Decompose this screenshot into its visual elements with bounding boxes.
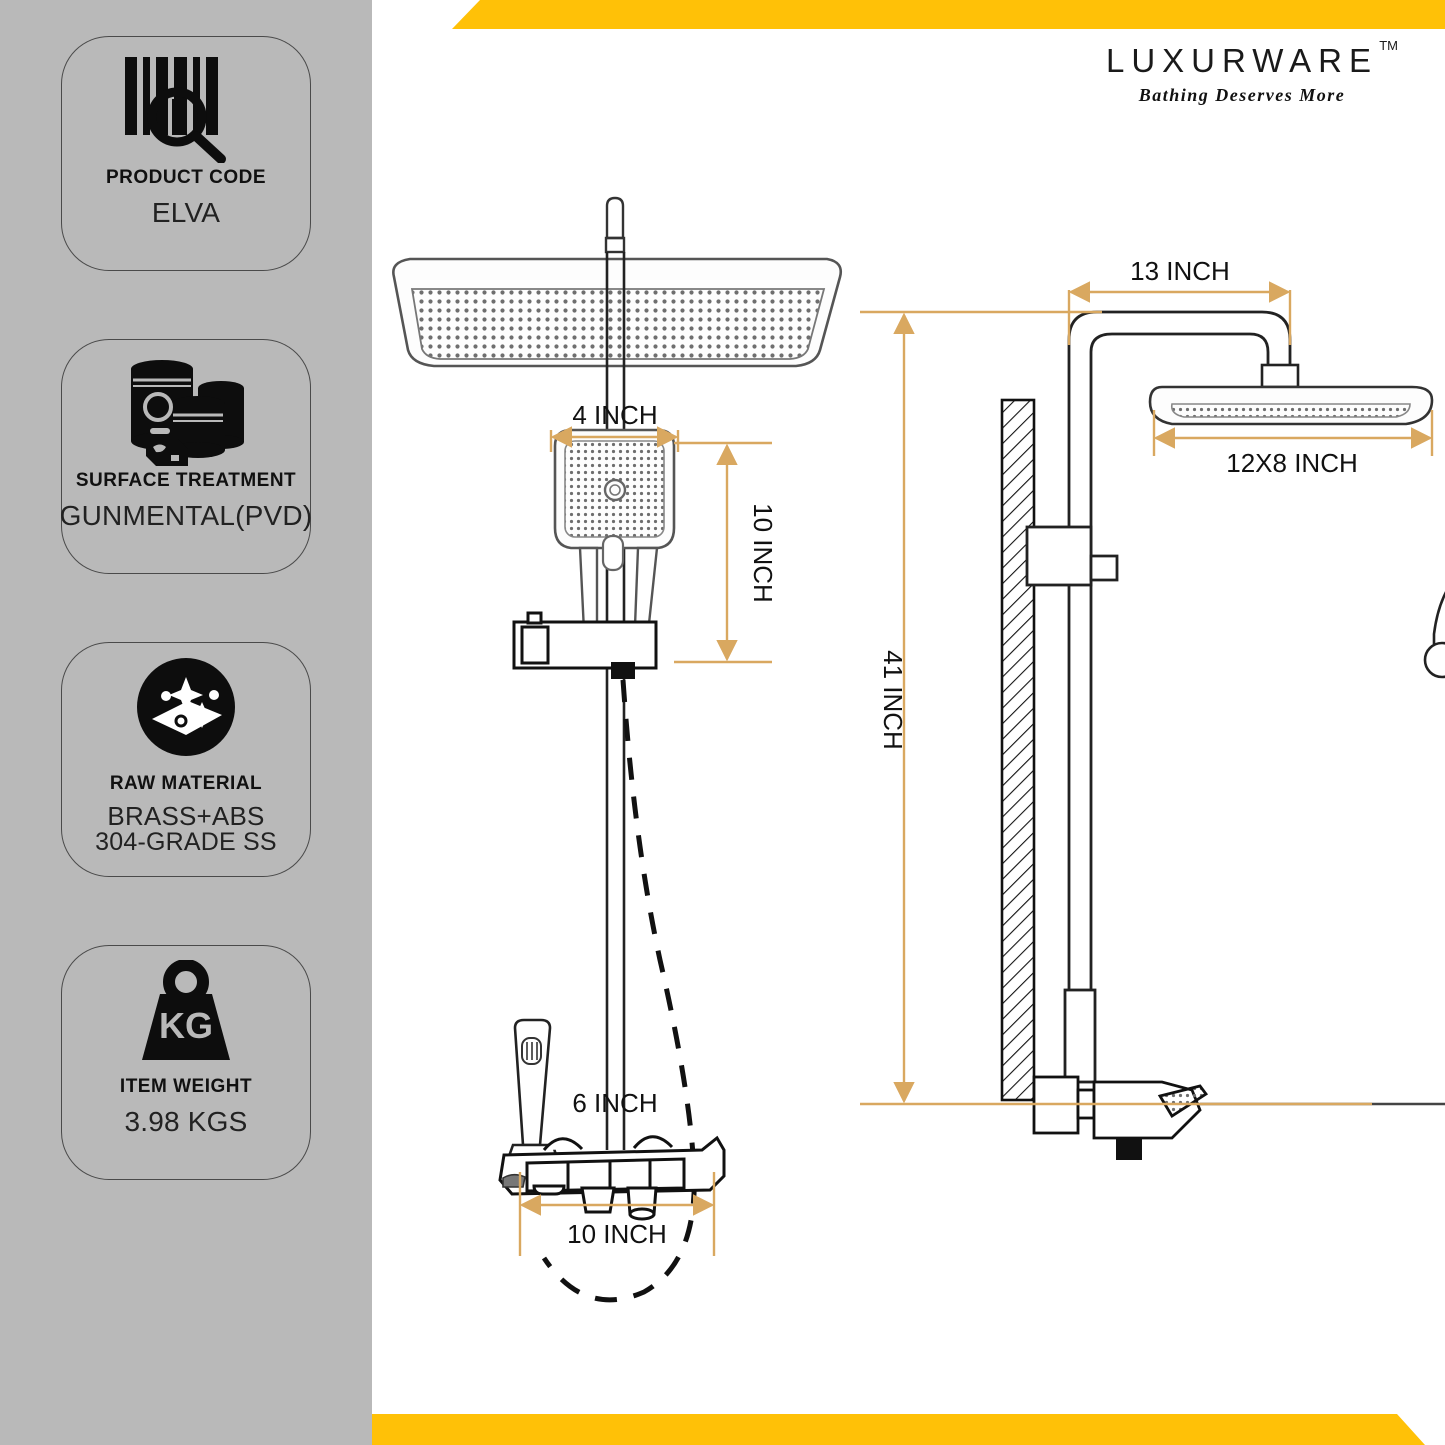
handheld-shower-side (1423, 591, 1445, 679)
dimension-4-inch: 4 INCH (549, 400, 680, 452)
hand-spray-holder (505, 1018, 560, 1164)
dimension-label: 10 INCH (567, 1219, 667, 1249)
drawing-canvas: 4 INCH 10 INCH 6 INCH 10 INCH (392, 196, 1445, 1303)
dimension-10-inch-horizontal: 10 INCH (518, 1172, 716, 1256)
dimension-41-inch: 41 INCH (860, 310, 1372, 1106)
spec-card-title: PRODUCT CODE (105, 167, 267, 188)
top-inlet-pipe (604, 196, 626, 254)
side-elevation-shower-column: 13 INCH 12X8 INCH 41 INCH (860, 256, 1445, 1160)
dimension-13-inch: 13 INCH (1067, 256, 1292, 345)
overhead-shower-head-side (1148, 385, 1434, 426)
spec-card-item-weight: KG ITEM WEIGHT 3.98 KGS (61, 945, 311, 1180)
brand-name-text: LUXURWARE (1105, 42, 1379, 79)
spec-card-value: BRASS+ABS 304-GRADE SS (95, 803, 277, 855)
spec-card-value: 3.98 KGS (124, 1106, 248, 1137)
dimension-label-6-inch: 6 INCH (572, 1088, 657, 1118)
dimension-label: 41 INCH (878, 650, 908, 750)
brand-name: LUXURWARE TM (1105, 38, 1398, 80)
brand-logo: LUXURWARE TM Bathing Deserves More (1077, 38, 1407, 106)
spec-card-value: GUNMENTAL(PVD) (59, 500, 313, 531)
raw-material-line2: 304-GRADE SS (95, 827, 277, 856)
slider-bracket (512, 611, 658, 679)
shower-riser-and-arm (1067, 310, 1292, 1082)
riser-sleeve (1063, 988, 1097, 1084)
flexible-hose (541, 679, 697, 1303)
dimension-label: 12X8 INCH (1226, 448, 1358, 478)
shower-head-connector (1260, 363, 1300, 389)
bottom-accent-banner (372, 1414, 1425, 1445)
raw-material-line1: BRASS+ABS (107, 801, 265, 831)
dimension-10-inch-vertical: 10 INCH (674, 441, 778, 664)
spec-card-surface-treatment: SURFACE TREATMENT GUNMENTAL(PVD) (59, 339, 313, 574)
weight-icon-label: KG (159, 1005, 213, 1046)
spec-sidebar: PRODUCT CODE ELVA (0, 0, 372, 1445)
dimension-12x8-inch: 12X8 INCH (1152, 410, 1434, 478)
spec-card-title: ITEM WEIGHT (119, 1076, 253, 1097)
wall-mixer-side (1032, 1075, 1209, 1160)
weight-kg-icon: KG (126, 960, 246, 1072)
hand-shower (553, 428, 676, 654)
paint-drums-icon (116, 354, 256, 466)
riser-rail (605, 252, 626, 1150)
technical-drawings: 4 INCH 10 INCH 6 INCH 10 INCH (372, 0, 1445, 1445)
overhead-rain-shower (392, 257, 842, 368)
spec-card-value: ELVA (151, 197, 221, 228)
brand-tagline: Bathing Deserves More (1138, 85, 1346, 105)
hand-shower-wall-bracket (1025, 525, 1119, 587)
front-elevation-shower-column: 4 INCH 10 INCH 6 INCH 10 INCH (392, 196, 842, 1303)
spec-card-product-code: PRODUCT CODE ELVA (61, 36, 311, 271)
trademark-mark: TM (1379, 38, 1399, 53)
spec-card-title: SURFACE TREATMENT (75, 470, 297, 491)
dimension-label: 10 INCH (748, 503, 778, 603)
dimension-label: 4 INCH (572, 400, 657, 430)
wall-section (1000, 398, 1036, 1102)
spec-card-raw-material: RAW MATERIAL BRASS+ABS 304-GRADE SS (61, 642, 311, 877)
spec-card-title: RAW MATERIAL (109, 773, 263, 794)
top-accent-banner (452, 0, 1445, 29)
sparkle-surface-icon (130, 657, 242, 769)
dimension-label: 13 INCH (1130, 256, 1230, 286)
barcode-magnifier-icon (111, 51, 261, 163)
